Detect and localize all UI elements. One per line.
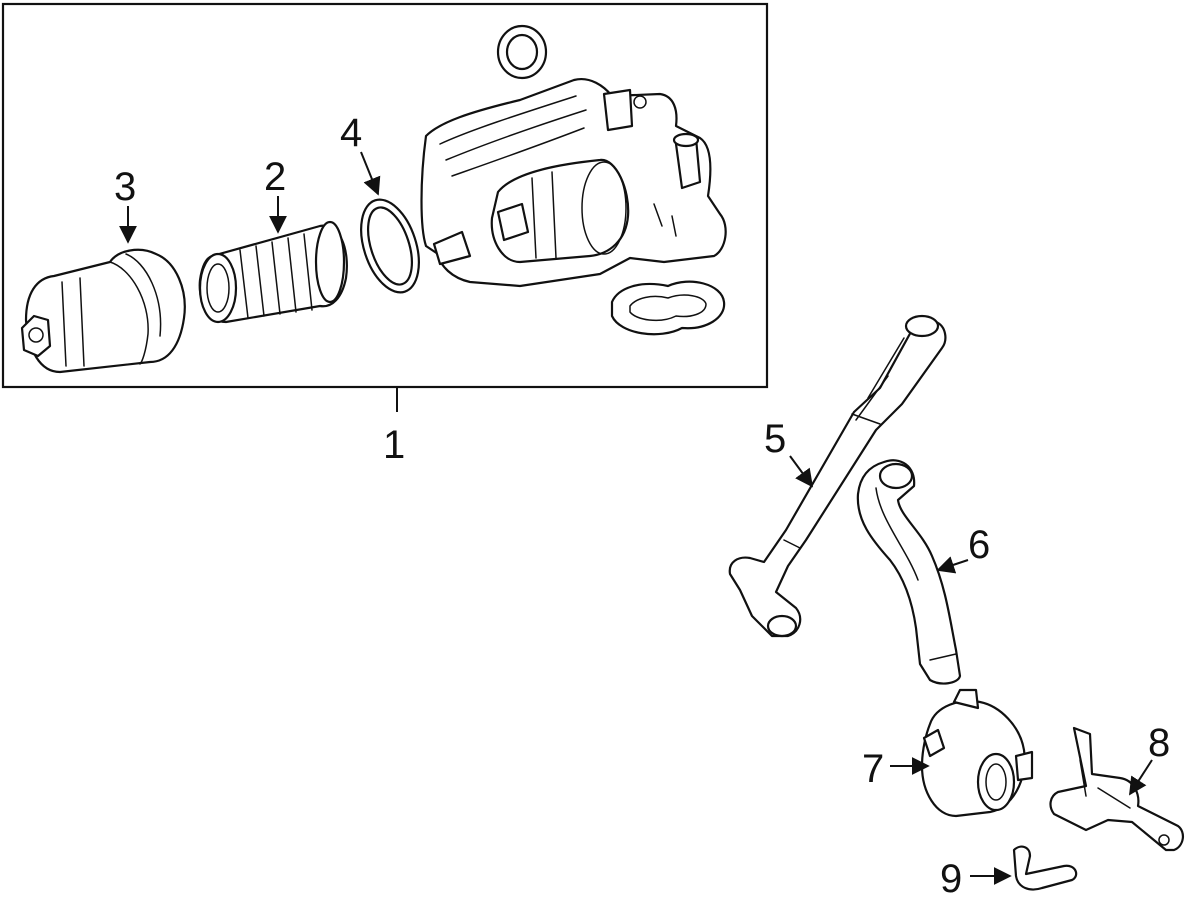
callout-9: 9 bbox=[940, 857, 962, 901]
callout-4: 4 bbox=[340, 111, 362, 155]
part-4-o-ring bbox=[360, 198, 420, 294]
part-2-filter-element bbox=[198, 220, 348, 324]
part-6-hose bbox=[856, 459, 962, 685]
callout-8: 8 bbox=[1148, 721, 1170, 765]
part-1-housing bbox=[420, 78, 727, 288]
callout-6: 6 bbox=[968, 523, 990, 567]
callout-1: 1 bbox=[383, 423, 405, 467]
part-7-water-pump bbox=[920, 688, 1034, 818]
assembly-frame bbox=[1, 2, 769, 389]
part-5-coolant-pipe bbox=[728, 314, 947, 638]
leader-8 bbox=[1129, 759, 1153, 796]
part-3-filter-cap bbox=[20, 248, 186, 374]
callout-2: 2 bbox=[264, 155, 286, 199]
part-9-clip bbox=[1012, 845, 1078, 891]
leader-6 bbox=[936, 556, 969, 574]
callout-7: 7 bbox=[862, 747, 884, 791]
seal-ring-top bbox=[496, 24, 548, 80]
callout-3: 3 bbox=[114, 165, 136, 209]
leader-5 bbox=[789, 455, 814, 488]
leader-4 bbox=[360, 151, 381, 196]
callout-5: 5 bbox=[764, 417, 786, 461]
housing-gasket bbox=[610, 280, 726, 336]
